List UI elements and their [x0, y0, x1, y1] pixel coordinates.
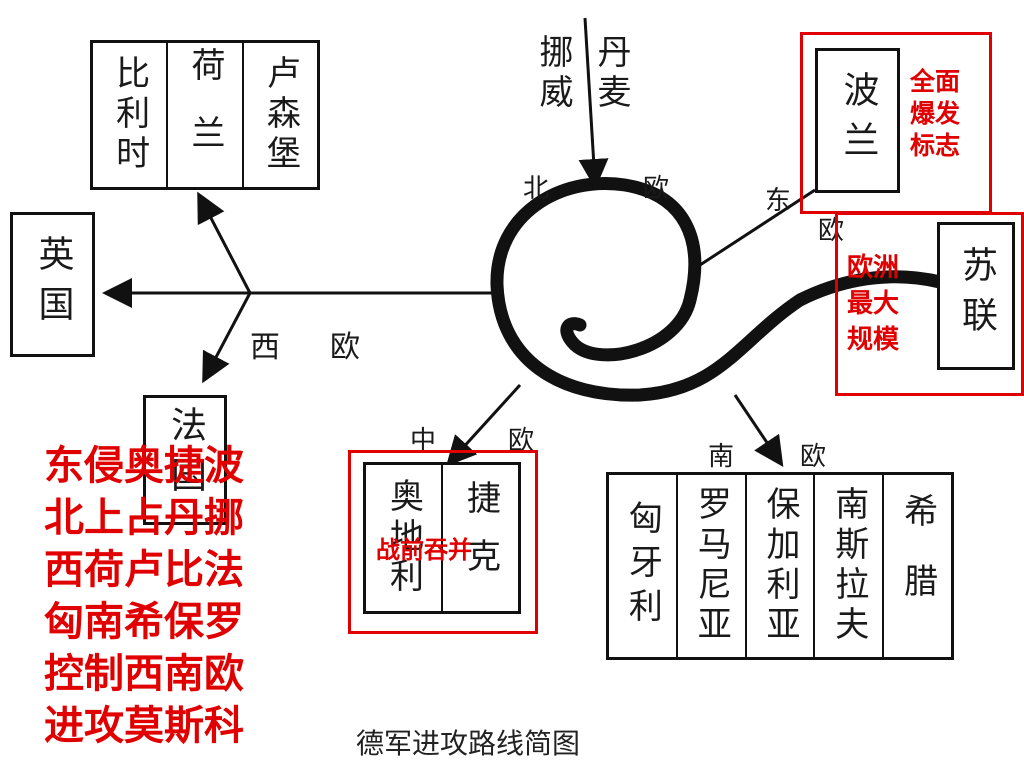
- label-east: 东: [765, 186, 792, 216]
- country-luxembourg: 卢森堡: [260, 55, 301, 175]
- ussr-box: 苏联: [937, 222, 1015, 370]
- country-yugoslavia: 南斯拉夫: [828, 486, 869, 646]
- note-line: 控制西南欧: [44, 651, 244, 697]
- country-czech: 捷克: [460, 480, 501, 596]
- country-cell: 荷兰: [166, 43, 241, 187]
- ussr-highlight: [835, 212, 1024, 396]
- country-greece: 希腊: [897, 493, 938, 633]
- diagram-caption: 德军进攻路线简图: [356, 727, 581, 760]
- benelux-box: 比利时 荷兰 卢森堡: [90, 40, 320, 190]
- label-east-europe: 欧: [818, 216, 845, 246]
- country-hungary: 匈牙利: [622, 500, 663, 632]
- spiral-path: [490, 177, 947, 402]
- central-note: 战前吞并: [376, 536, 472, 564]
- country-cell: 卢森堡: [241, 43, 317, 187]
- country-ussr: 苏联: [956, 246, 997, 346]
- label-west: 西: [250, 330, 280, 365]
- britain-box: 英国: [10, 212, 95, 357]
- note-line: 东侵奥捷波: [44, 443, 244, 489]
- label-north-europe: 欧: [643, 174, 670, 204]
- france-box: 法国: [143, 395, 227, 525]
- country-france: 法国: [165, 406, 206, 506]
- country-austria: 奥地利: [383, 478, 424, 598]
- note-line: 进攻莫斯科: [44, 703, 244, 749]
- country-netherlands: 荷兰: [184, 47, 225, 183]
- country-belgium: 比利时: [109, 55, 150, 175]
- label-west-europe: 欧: [330, 330, 360, 365]
- label-south-europe: 欧: [800, 442, 827, 472]
- southern-arrow: [733, 394, 784, 467]
- label-north: 北: [523, 174, 550, 204]
- note-line: 西荷卢比法: [44, 547, 244, 593]
- note-line: 北上占丹挪: [44, 495, 244, 541]
- east-arrow: [699, 188, 816, 267]
- southern-box: 匈牙利 罗马尼亚 保加利亚 南斯拉夫 希腊: [606, 472, 954, 660]
- country-romania: 罗马尼亚: [691, 486, 732, 646]
- label-south: 南: [708, 442, 735, 472]
- poland-note: 全面爆发标志: [910, 67, 961, 160]
- benelux-arrow: [197, 191, 252, 294]
- country-bulgaria: 保加利亚: [759, 486, 800, 646]
- note-line: 匈南希保罗: [44, 599, 244, 645]
- country-norway: 挪威: [533, 34, 573, 114]
- north-arrow: [578, 17, 609, 189]
- central-box: 奥地利 捷克: [363, 462, 521, 614]
- central-arrow: [445, 383, 522, 467]
- ussr-note: 欧洲最大规模: [847, 253, 900, 355]
- poland-box: 波兰: [815, 48, 900, 193]
- country-denmark: 丹麦: [591, 34, 631, 114]
- country-cell: 比利时: [93, 43, 166, 187]
- country-britain: 英国: [32, 234, 74, 335]
- country-poland: 波兰: [837, 70, 879, 171]
- summary-notes: 东侵奥捷波 北上占丹挪 西荷卢比法 匈南希保罗 控制西南欧 进攻莫斯科: [44, 440, 284, 752]
- central-highlight: [348, 450, 538, 634]
- nordic-group: 挪威 丹麦: [530, 30, 640, 140]
- france-arrow: [202, 292, 252, 384]
